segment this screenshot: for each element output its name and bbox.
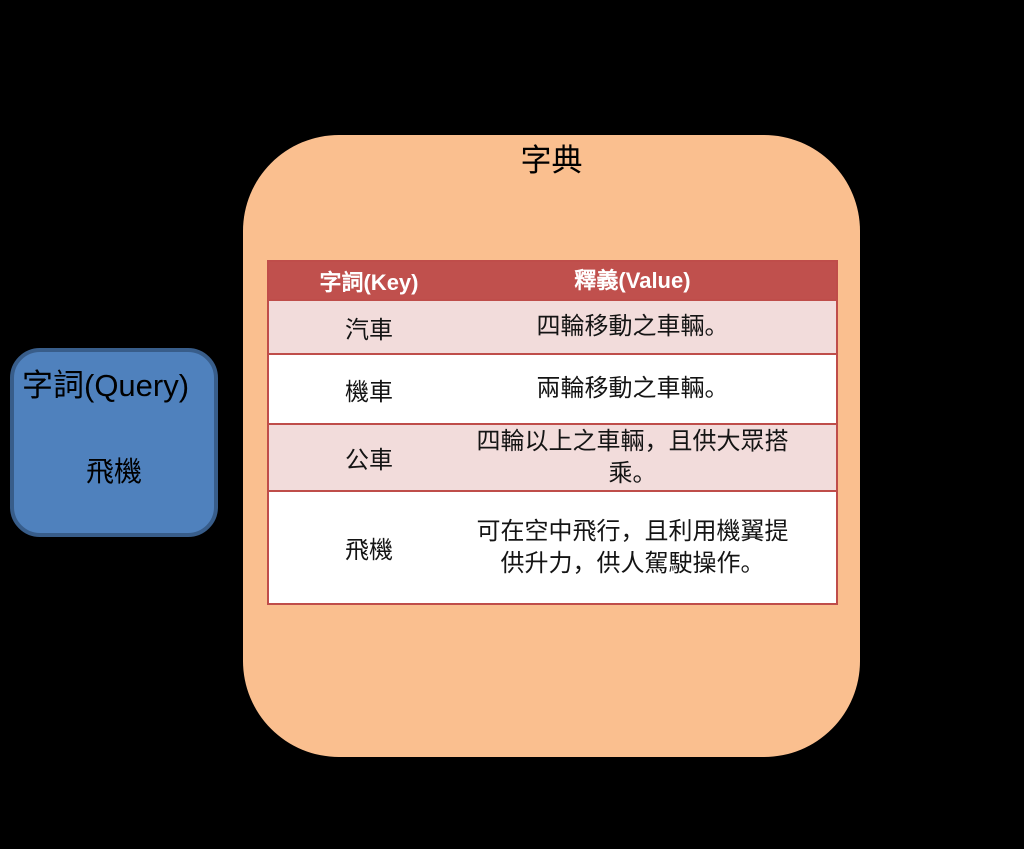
table-row: 汽車 四輪移動之車輛。 bbox=[269, 301, 836, 355]
query-label: 字詞(Query) bbox=[22, 368, 190, 403]
value-cell: 四輪以上之車輛，且供大眾搭乘。 bbox=[476, 427, 789, 487]
value-cell: 可在空中飛行，且利用機翼提供升力，供人駕駛操作。 bbox=[476, 517, 789, 577]
table-header-key: 字詞(Key) bbox=[319, 269, 419, 295]
query-value: 飛機 bbox=[85, 456, 142, 487]
key-cell: 汽車 bbox=[345, 316, 393, 344]
table-header-row: 字詞(Key) 釋義(Value) bbox=[269, 262, 836, 301]
dictionary-table: 字詞(Key) 釋義(Value) 汽車 四輪移動之車輛。 機車 兩輪移動之車輛… bbox=[267, 260, 838, 605]
table-row: 飛機 可在空中飛行，且利用機翼提供升力，供人駕駛操作。 bbox=[269, 492, 836, 603]
dictionary-title: 字典 bbox=[520, 143, 583, 178]
key-cell: 飛機 bbox=[345, 537, 393, 564]
key-cell: 機車 bbox=[345, 378, 393, 406]
table-header-value: 釋義(Value) bbox=[574, 267, 691, 293]
value-cell: 兩輪移動之車輛。 bbox=[536, 375, 729, 403]
query-box: 字詞(Query) 飛機 bbox=[10, 348, 218, 537]
table-row: 機車 兩輪移動之車輛。 bbox=[269, 355, 836, 425]
value-cell: 四輪移動之車輛。 bbox=[536, 313, 729, 341]
dictionary-panel: 字典 字詞(Key) 釋義(Value) 汽車 四輪移動之車輛。 機車 兩輪移動… bbox=[243, 135, 860, 757]
table-row: 公車 四輪以上之車輛，且供大眾搭乘。 bbox=[269, 425, 836, 492]
key-cell: 公車 bbox=[345, 447, 393, 474]
